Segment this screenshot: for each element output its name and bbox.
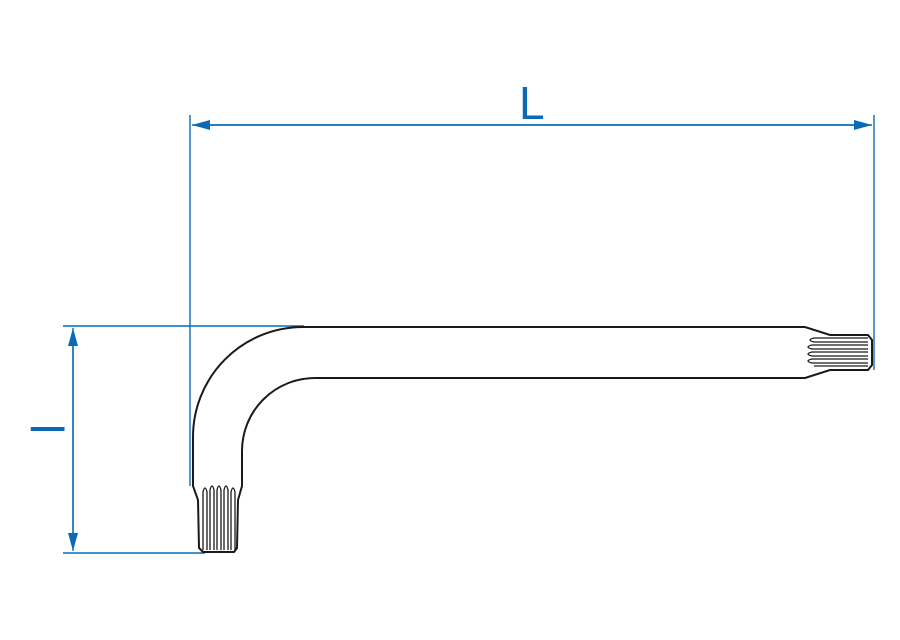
- wrench-outline: [192, 326, 873, 553]
- height-label: l: [21, 423, 73, 435]
- dimension-lines: [63, 115, 875, 554]
- torx-tip-long: [807, 337, 868, 367]
- length-label: L: [519, 77, 545, 129]
- torx-tip-short: [202, 485, 236, 550]
